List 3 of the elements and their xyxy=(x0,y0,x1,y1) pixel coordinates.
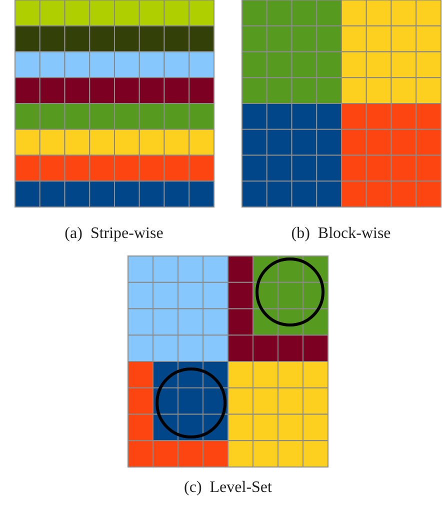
caption: (c) Level-Set xyxy=(184,479,272,497)
caption: (b) Block-wise xyxy=(291,225,391,243)
caption: (a) Stripe-wise xyxy=(64,225,164,243)
